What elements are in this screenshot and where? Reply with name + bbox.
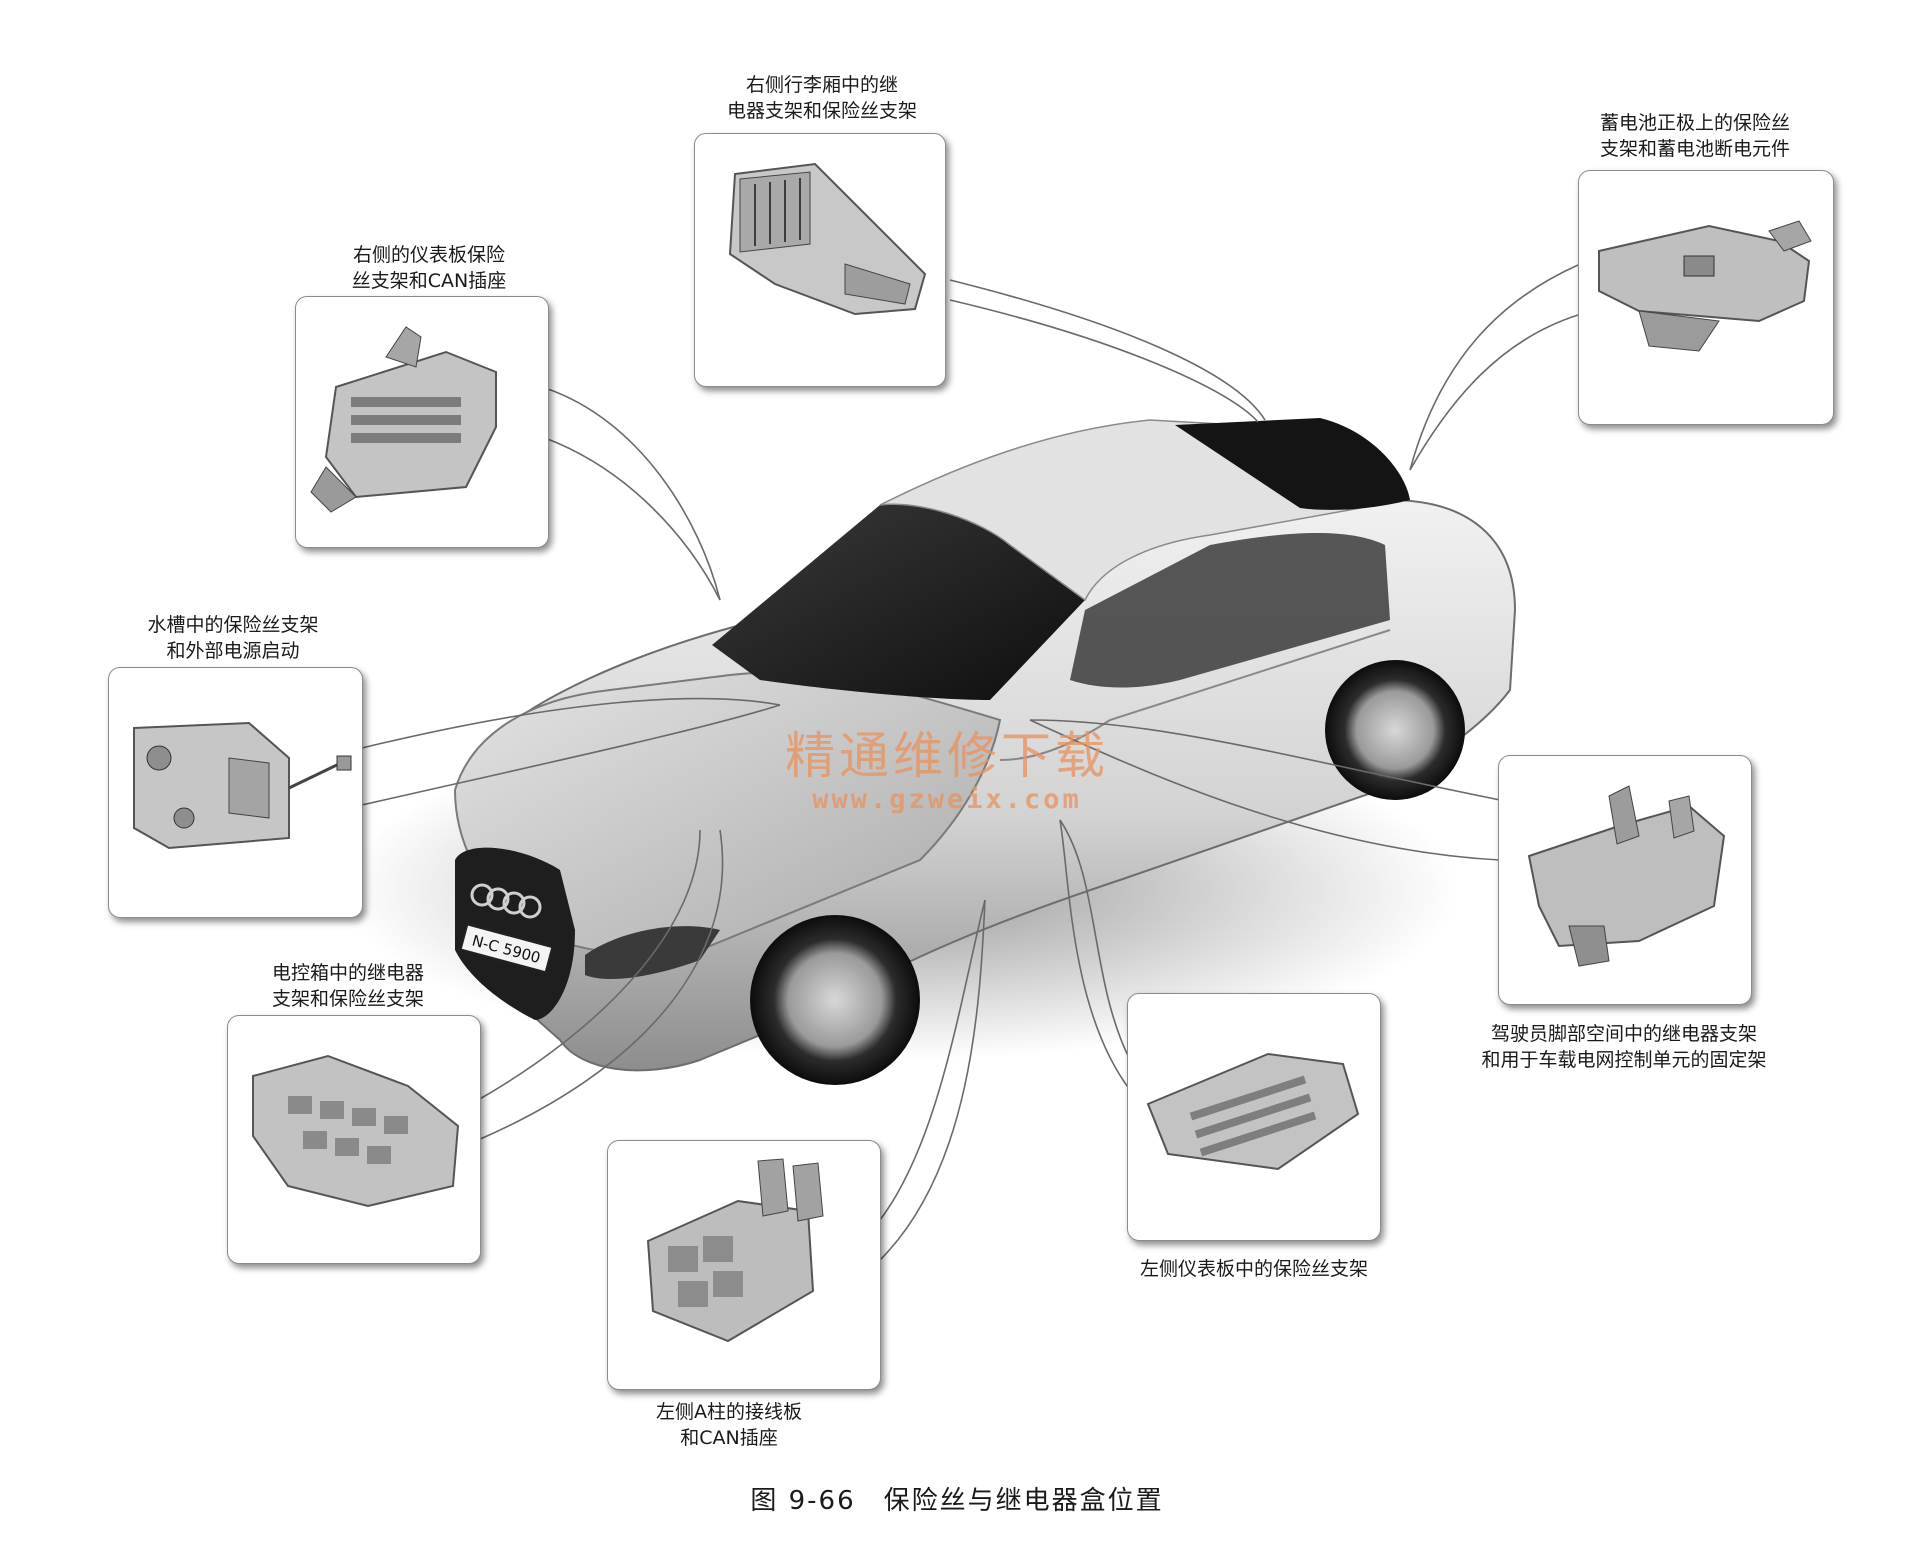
leader-lines <box>361 264 1579 1261</box>
leader-rear-luggage <box>949 279 1266 421</box>
panel-right-dash <box>295 296 549 548</box>
caption-left-a-pillar-line2: 和CAN插座 <box>680 1427 778 1449</box>
caption-right-dash-line2: 丝支架和CAN插座 <box>351 270 507 292</box>
caption-left-a-pillar-line1: 左侧A柱的接线板 <box>656 1401 802 1423</box>
caption-right-dash: 右侧的仪表板保险 丝支架和CAN插座 <box>352 242 506 294</box>
caption-rear-luggage-line1: 右侧行李厢中的继 <box>745 74 899 96</box>
car-door-line <box>999 629 1391 761</box>
caption-rear-luggage-line2: 电器支架和保险丝支架 <box>726 100 918 122</box>
caption-battery-line2: 支架和蓄电池断电元件 <box>1599 138 1791 160</box>
left-a-pillar-junction-board-image <box>646 1158 824 1343</box>
panel-left-dash <box>1127 993 1381 1241</box>
right-dash-fuse-holder-image <box>310 326 497 513</box>
caption-ecu-box: 电控箱中的继电器 支架和保险丝支架 <box>272 960 424 1012</box>
leader-driver-footwell <box>1029 719 1501 801</box>
relay-bracket-rear-luggage-image <box>728 162 927 316</box>
driver-footwell-relay-bracket-image <box>1527 785 1726 967</box>
caption-ecu-box-line1: 电控箱中的继电器 <box>271 962 425 984</box>
panel-water-tank <box>108 667 363 918</box>
caption-left-a-pillar: 左侧A柱的接线板 和CAN插座 <box>656 1399 802 1451</box>
panel-driver-footwell <box>1498 755 1752 1005</box>
caption-rear-luggage: 右侧行李厢中的继 电器支架和保险丝支架 <box>727 72 917 124</box>
panel-left-a-pillar <box>607 1140 881 1390</box>
leader-water-tank-2 <box>361 704 781 806</box>
watermark-title: 精通维修下载 <box>785 727 1109 785</box>
leader-rear-luggage-2 <box>949 299 1259 423</box>
battery-fuse-holder-image <box>1598 220 1812 352</box>
leader-left-a-pillar <box>879 899 986 1221</box>
leader-ecu-box <box>477 829 701 1101</box>
ecu-box-relay-bracket-image <box>252 1054 460 1208</box>
panel-rear-luggage <box>694 133 946 387</box>
caption-water-tank-line1: 水槽中的保险丝支架 <box>147 614 319 636</box>
leader-ecu-box-2 <box>477 829 724 1141</box>
figure-number: 图 9-66 <box>750 1486 856 1516</box>
caption-driver-footwell-line2: 和用于车载电网控制单元的固定架 <box>1481 1049 1767 1071</box>
car-front-wheel <box>750 915 920 1085</box>
leader-right-dash <box>544 387 721 601</box>
leader-battery-2 <box>1409 314 1579 471</box>
car-headlight <box>585 926 720 980</box>
figure-title: 保险丝与继电器盒位置 <box>883 1486 1164 1516</box>
watermark-url: www.gzweix.com <box>812 784 1082 815</box>
leader-driver-footwell-2 <box>1029 719 1501 861</box>
leader-left-dash <box>1059 819 1131 1061</box>
car-rear-wheel <box>1325 660 1465 800</box>
left-dash-fuse-holder-image <box>1146 1052 1360 1171</box>
leader-left-dash-2 <box>1059 819 1131 1091</box>
watermark: 精通维修下载 www.gzweix.com <box>785 728 1109 816</box>
leader-left-a-pillar-2 <box>879 899 986 1261</box>
caption-ecu-box-line2: 支架和保险丝支架 <box>271 988 425 1010</box>
caption-water-tank: 水槽中的保险丝支架 和外部电源启动 <box>147 612 318 664</box>
caption-battery-line1: 蓄电池正极上的保险丝 <box>1599 112 1791 134</box>
leader-battery <box>1409 264 1579 471</box>
caption-driver-footwell-line1: 驾驶员脚部空间中的继电器支架 <box>1490 1023 1758 1045</box>
car-logo <box>470 883 542 919</box>
car-side-windows <box>1070 532 1390 688</box>
car: N-C 5900 <box>453 418 1517 1085</box>
leader-water-tank <box>361 697 781 749</box>
panel-battery <box>1578 170 1834 425</box>
caption-left-dash-line1: 左侧仪表板中的保险丝支架 <box>1139 1258 1369 1280</box>
figure-caption: 图 9-66 保险丝与继电器盒位置 <box>750 1480 1163 1517</box>
caption-left-dash: 左侧仪表板中的保险丝支架 <box>1140 1256 1368 1282</box>
caption-driver-footwell: 驾驶员脚部空间中的继电器支架 和用于车载电网控制单元的固定架 <box>1481 1021 1766 1073</box>
caption-water-tank-line2: 和外部电源启动 <box>166 640 300 662</box>
car-grille <box>455 847 575 1020</box>
water-tank-fuse-holder-image <box>133 721 352 850</box>
leader-right-dash-2 <box>544 437 721 601</box>
panel-ecu-box <box>227 1015 481 1264</box>
car-rear-window <box>1175 418 1410 510</box>
caption-battery: 蓄电池正极上的保险丝 支架和蓄电池断电元件 <box>1600 110 1790 162</box>
car-windshield <box>712 504 1085 700</box>
caption-right-dash-line1: 右侧的仪表板保险 <box>352 244 506 266</box>
